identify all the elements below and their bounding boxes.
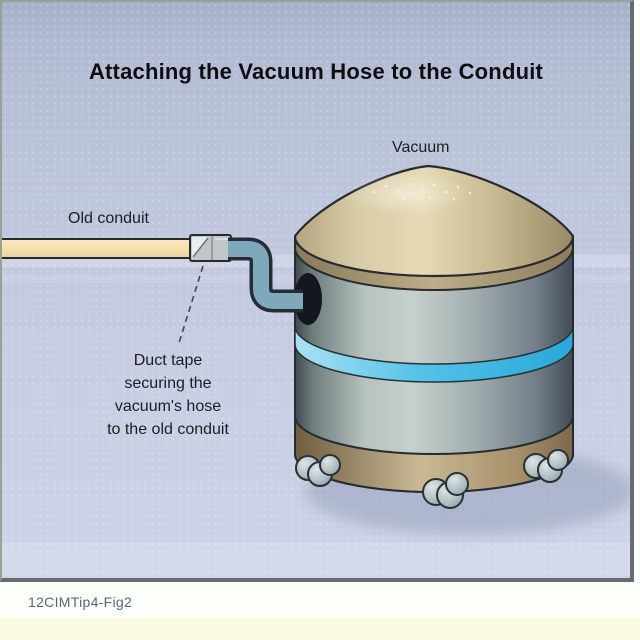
- vacuum-blue-stripe: [294, 325, 574, 383]
- vacuum-hose: [228, 237, 303, 313]
- caption-band: 12CIMTip4-Fig2: [0, 582, 640, 618]
- bottom-band: [0, 618, 640, 640]
- figure-title: Attaching the Vacuum Hose to the Conduit: [88, 59, 544, 84]
- old-conduit-pipe: [2, 238, 195, 259]
- vacuum-diagram: [2, 164, 630, 535]
- figure-caption: 12CIMTip4-Fig2: [28, 594, 133, 610]
- caster-left: [295, 454, 341, 487]
- duct-tape-label: Duct tape securing the vacuum's hose to …: [107, 352, 229, 438]
- vacuum-label: Vacuum: [392, 139, 450, 156]
- old-conduit-label: Old conduit: [68, 210, 149, 227]
- leader-line: [178, 265, 204, 344]
- lid-highlight: [346, 172, 470, 216]
- illustration-frame: Attaching the Vacuum Hose to the Conduit…: [0, 0, 634, 582]
- caster-right: [523, 449, 569, 483]
- right-margin: [634, 0, 640, 582]
- lid-speckles: [372, 182, 472, 201]
- duct-tape: [189, 234, 232, 262]
- vacuum-base-band: [294, 415, 574, 493]
- caster-center: [422, 472, 469, 509]
